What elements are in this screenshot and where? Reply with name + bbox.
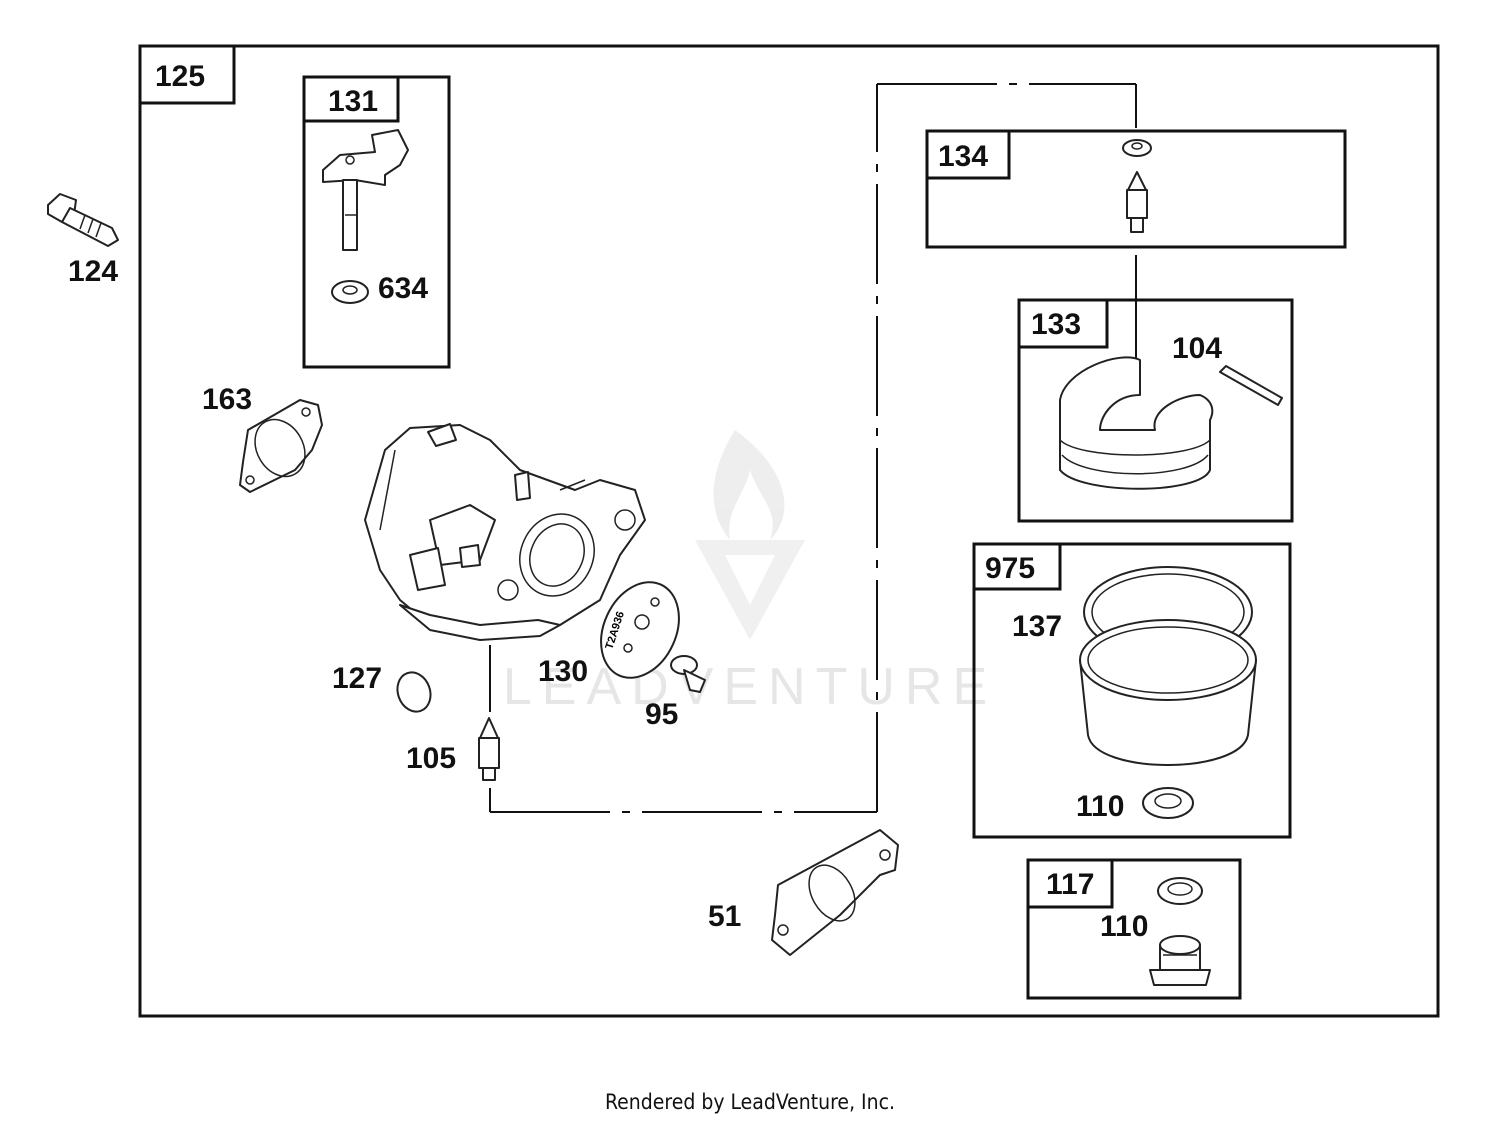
label-part-51[interactable]: 51 [708,900,741,933]
throttle-plate-130-icon: T2A936 [600,581,680,679]
float-bowl-icon [1079,619,1257,766]
label-kit-975[interactable]: 975 [985,552,1035,585]
float-133-icon [1059,356,1214,490]
kit-frame-134 [925,129,1347,249]
label-part-127[interactable]: 127 [332,662,382,695]
label-part-130[interactable]: 130 [538,655,588,688]
kit-tag-975 [972,542,1062,591]
choke-shaft-icon [322,129,409,251]
gasket-163-icon [239,399,323,493]
label-part-137[interactable]: 137 [1012,610,1062,643]
pin-104-icon [1219,365,1283,406]
label-kit-133[interactable]: 133 [1031,308,1081,341]
kit-tag-134 [925,129,1011,180]
kit-frame-125 [138,44,1440,1018]
label-part-105[interactable]: 105 [406,742,456,775]
label-part-124[interactable]: 124 [68,255,118,288]
kit-tag-131 [302,75,400,123]
watermark-text: LEADVENTURE [503,658,997,716]
screw-95-icon [670,655,706,693]
label-kit-131[interactable]: 131 [328,85,378,118]
carburetor-body-icon [364,423,646,641]
label-kit-134[interactable]: 134 [938,140,988,173]
kit-tag-133 [1017,298,1109,349]
label-kit-125[interactable]: 125 [155,60,205,93]
kit-frame-117 [1026,858,1242,1000]
washer-110-plug-icon [1157,877,1203,905]
label-part-95[interactable]: 95 [645,698,678,731]
label-part-104[interactable]: 104 [1172,332,1222,365]
label-part-634[interactable]: 634 [378,272,428,305]
label-part-110-plug[interactable]: 110 [1100,910,1148,943]
washer-634-icon [331,280,369,304]
leader-lines [489,83,1137,813]
label-part-163[interactable]: 163 [202,383,252,416]
drain-plug-icon [1149,935,1211,986]
kit-tag-117 [1026,858,1114,909]
inlet-needle-134-icon [1122,139,1152,233]
bolt-124-icon [47,193,119,247]
welch-plug-127-icon [396,671,432,713]
kit-tag-125 [138,44,236,105]
kit-frame-975 [972,542,1292,839]
label-kit-117[interactable]: 117 [1046,868,1094,901]
label-part-110-bowl[interactable]: 110 [1076,790,1124,823]
needle-105-icon [478,717,500,781]
watermark-logo [695,430,805,640]
washer-110-bowl-icon [1142,787,1194,819]
gasket-51-icon [771,829,899,956]
footer-credit: Rendered by LeadVenture, Inc. [605,1090,895,1114]
kit-frame-133 [1017,298,1294,523]
